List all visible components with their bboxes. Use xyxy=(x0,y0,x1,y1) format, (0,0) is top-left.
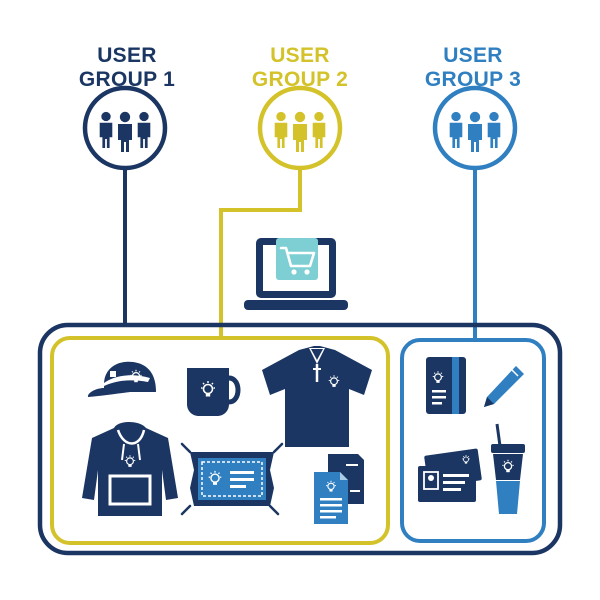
cap-icon xyxy=(87,361,156,397)
user-group-2-circle xyxy=(257,85,343,171)
pen-icon xyxy=(484,366,524,407)
user-group-1-circle xyxy=(82,85,168,171)
user-group-3-label-line2: GROUP 3 xyxy=(424,68,522,91)
notebook-icon xyxy=(426,357,466,414)
banner-icon xyxy=(180,442,284,516)
hoodie-icon xyxy=(82,422,178,516)
outer-container xyxy=(37,322,563,556)
tumbler-icon xyxy=(491,423,525,514)
user-group-1-label-line1: USER xyxy=(97,44,157,67)
user-group-2-label-line1: USER xyxy=(270,44,330,67)
documents-icon xyxy=(314,454,364,524)
user-group-1-label: USER GROUP 1 xyxy=(42,44,212,92)
business-cards-icon xyxy=(418,448,482,502)
user-group-1-label-line2: GROUP 1 xyxy=(78,68,176,91)
mug-icon xyxy=(187,368,241,416)
group-3-container xyxy=(400,338,546,543)
user-group-3-label-line1: USER xyxy=(443,44,503,67)
user-group-3-label: USER GROUP 3 xyxy=(388,44,558,92)
user-group-2-label: USER GROUP 2 xyxy=(215,44,385,92)
group-2-container xyxy=(50,336,390,545)
user-group-3-circle xyxy=(432,85,518,171)
user-group-2-label-line2: GROUP 2 xyxy=(251,68,349,91)
laptop-shopping-cart-icon xyxy=(244,238,348,310)
connector-line-group-2 xyxy=(219,169,302,338)
polo-shirt-icon xyxy=(262,346,372,447)
